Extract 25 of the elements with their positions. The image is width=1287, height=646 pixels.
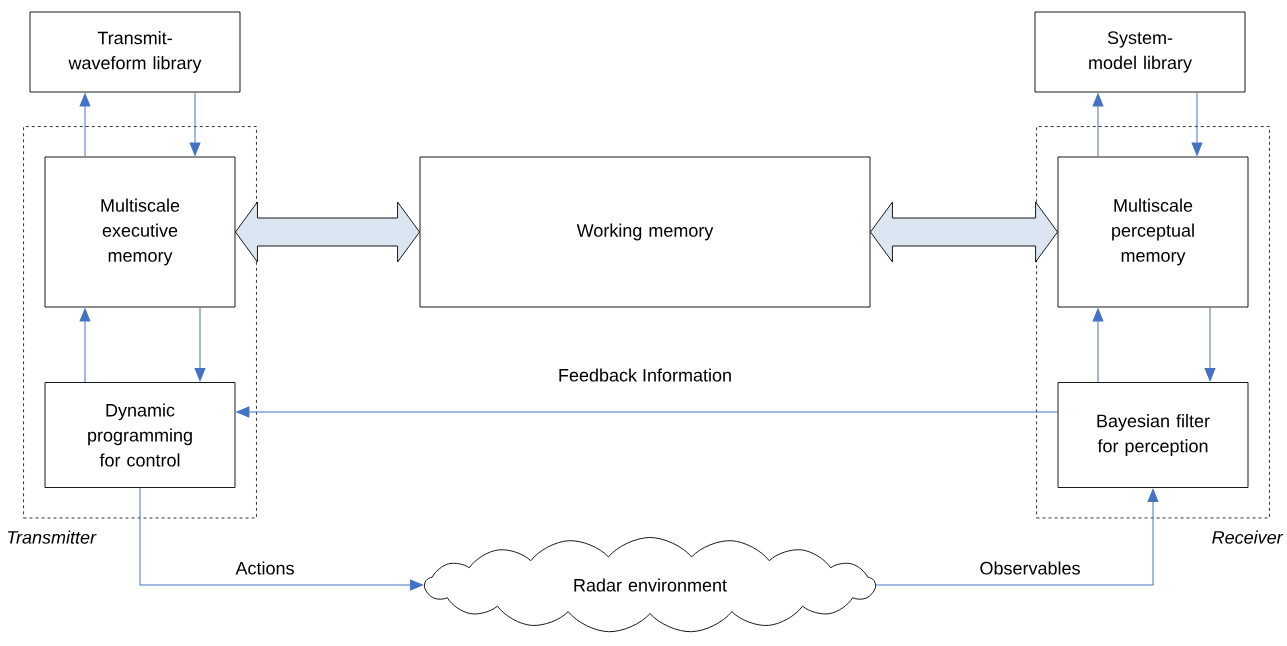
edge-label: Feedback Information (559, 368, 731, 382)
block-arrow (870, 201, 1058, 263)
arrow (1092, 308, 1104, 383)
process-box: Working memory (419, 156, 871, 308)
arrow (79, 93, 91, 158)
process-box: Dynamic programming for control (44, 382, 236, 488)
process-box: Multiscale perceptual memory (1057, 156, 1249, 308)
process-box: System-model library (1034, 11, 1246, 93)
block-arrow (235, 201, 420, 263)
arrow (1191, 91, 1203, 156)
arrow (194, 306, 206, 382)
node-label: Receiver (1212, 530, 1284, 544)
arrow (875, 488, 1159, 586)
arrow (189, 91, 201, 156)
process-box: Transmit-waveform library (29, 11, 241, 93)
process-box: Multiscale executive memory (44, 156, 236, 308)
edge-label: Observables (980, 561, 1080, 575)
arrow (139, 487, 424, 591)
node-label: Transmitter (7, 530, 97, 544)
arrow (1092, 93, 1104, 158)
arrow (1204, 306, 1216, 382)
edge-label: Actions (235, 561, 294, 575)
arrow (79, 308, 91, 383)
process-box: Bayesian filter for perception (1057, 382, 1249, 488)
arrow (236, 406, 1059, 418)
